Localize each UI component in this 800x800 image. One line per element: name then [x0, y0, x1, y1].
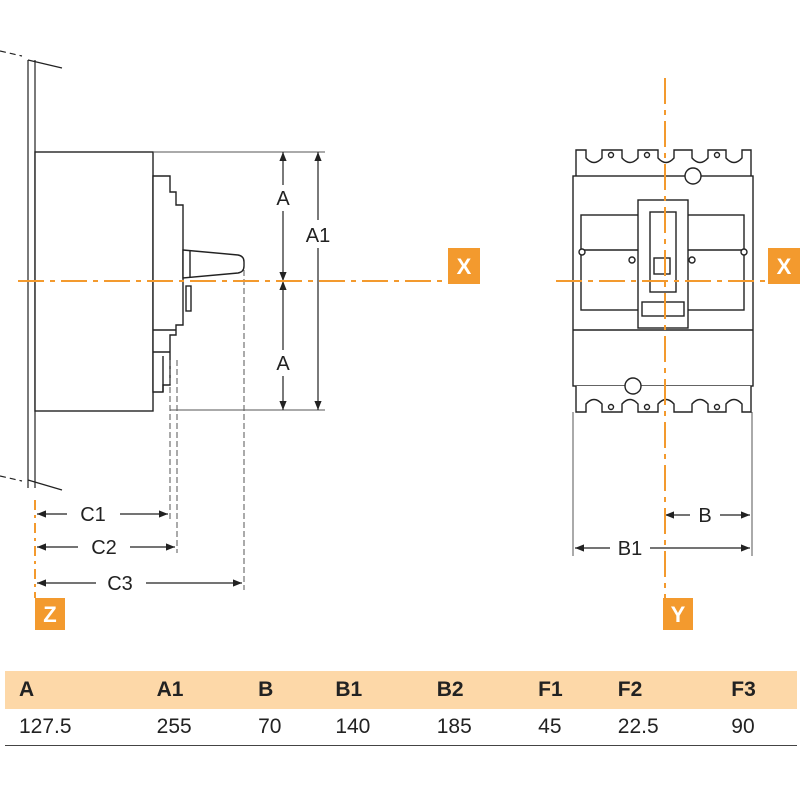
cell-f1: 45 [524, 709, 604, 746]
front-view: B B1 X Y [556, 78, 800, 630]
cell-a: 127.5 [5, 709, 143, 746]
dim-label-b1: B1 [618, 538, 642, 560]
x-axis-tag-side-label: X [457, 254, 472, 279]
col-header-f1: F1 [524, 671, 604, 709]
vertical-dimensions [279, 152, 322, 410]
z-axis-tag [35, 598, 65, 630]
dim-label-a-top: A [276, 188, 290, 210]
dim-label-c3: C3 [107, 573, 133, 595]
cell-f2: 22.5 [603, 709, 718, 746]
col-header-b1: B1 [321, 671, 423, 709]
x-axis-tag-front-label: X [777, 254, 792, 279]
cell-b2: 185 [422, 709, 525, 746]
dimensions-table: A A1 B B1 B2 F1 F2 F3 127.5 255 70 140 1… [5, 671, 797, 746]
horizontal-dimensions-b [575, 511, 750, 552]
horizontal-dimensions-c [37, 510, 242, 587]
dim-label-a1: A1 [306, 225, 330, 247]
col-header-b2: B2 [422, 671, 525, 709]
front-extension-lines [572, 412, 753, 556]
col-header-a: A [5, 671, 143, 709]
z-axis-tag-label: Z [43, 602, 56, 627]
col-header-f2: F2 [603, 671, 718, 709]
dim-label-a-bottom: A [276, 353, 290, 375]
y-axis-tag [663, 598, 693, 630]
x-axis-tag-front [768, 248, 800, 284]
table-row: 127.5 255 70 140 185 45 22.5 90 [5, 709, 797, 746]
dim-label-c1: C1 [80, 504, 106, 526]
cell-b1: 140 [321, 709, 423, 746]
dim-label-c2: C2 [91, 537, 117, 559]
cell-f3: 90 [717, 709, 797, 746]
technical-drawing: A A A1 C1 C2 C3 X Z [0, 50, 800, 630]
cell-a1: 255 [142, 709, 245, 746]
col-header-a1: A1 [142, 671, 245, 709]
cell-b: 70 [244, 709, 322, 746]
dim-label-b: B [698, 505, 711, 527]
y-axis-tag-label: Y [671, 602, 686, 627]
side-view: A A A1 C1 C2 C3 X Z [0, 50, 480, 630]
col-header-f3: F3 [717, 671, 797, 709]
x-axis-tag-side [448, 248, 480, 284]
table-header-row: A A1 B B1 B2 F1 F2 F3 [5, 671, 797, 709]
extension-lines [153, 151, 325, 590]
col-header-b: B [244, 671, 322, 709]
